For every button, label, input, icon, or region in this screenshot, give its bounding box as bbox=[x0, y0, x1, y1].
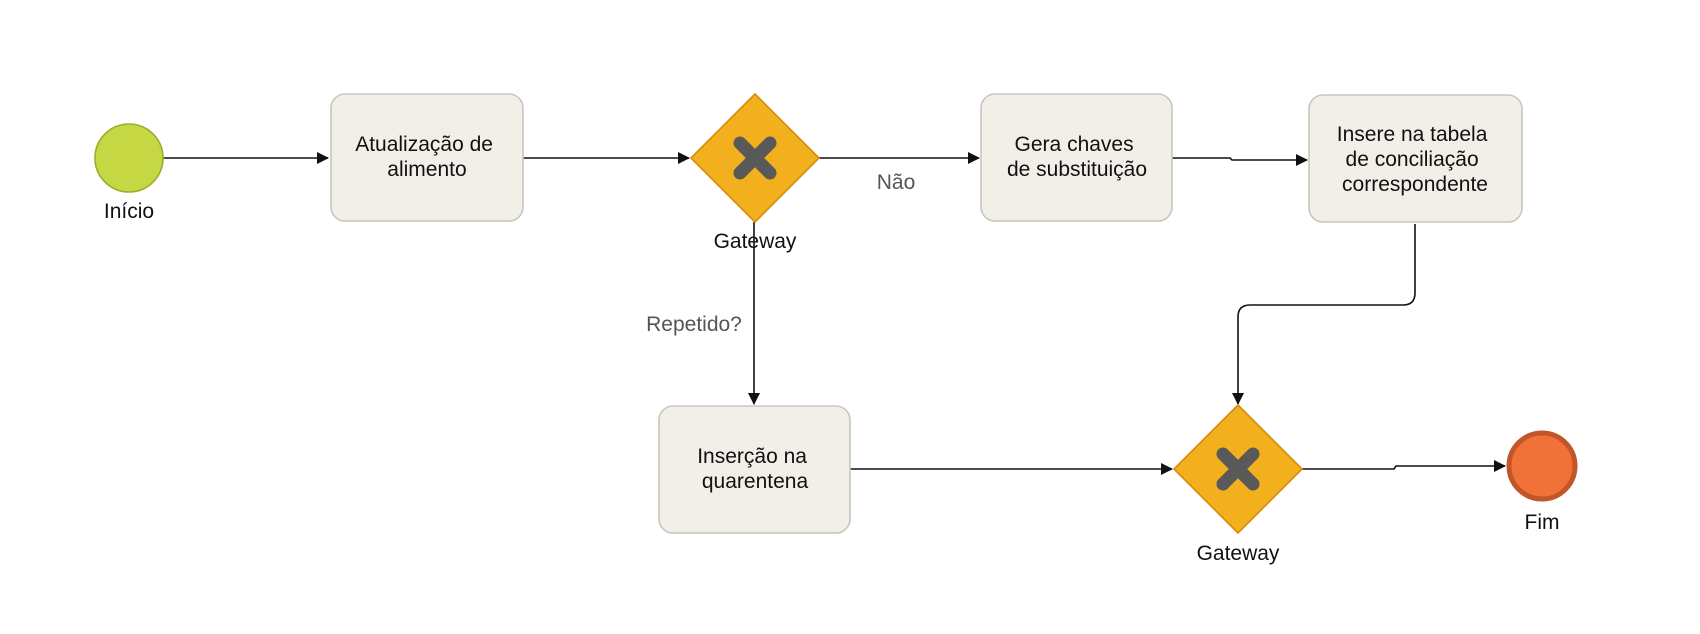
task-insercao-na-quarentena[interactable]: Inserção na quarentena bbox=[658, 405, 851, 534]
end-event-label: Fim bbox=[1525, 511, 1560, 534]
flow-gera-chaves-to-insere-tabela[interactable] bbox=[1171, 154, 1308, 166]
gateway-repetido[interactable]: Gateway bbox=[689, 92, 821, 253]
task-gera-chaves-label: Gera chaves de substituição bbox=[1007, 133, 1147, 181]
start-event-label: Início bbox=[104, 200, 154, 223]
start-event-circle-icon bbox=[94, 123, 164, 193]
gateway-repetido-label: Gateway bbox=[714, 230, 797, 253]
flow-gateway2-to-end[interactable] bbox=[1302, 460, 1506, 472]
gateway-merge-label: Gateway bbox=[1197, 542, 1280, 565]
flow-label-repetido: Repetido? bbox=[646, 313, 742, 336]
end-event-circle-icon bbox=[1506, 430, 1578, 502]
exclusive-gateway-x-icon bbox=[1216, 447, 1260, 491]
task-atualizacao-de-alimento[interactable]: Atualização de alimento bbox=[330, 93, 524, 222]
task-insere-tabela-label: Insere na tabela de conciliação correspo… bbox=[1337, 123, 1493, 196]
sequence-flows bbox=[163, 152, 1506, 475]
task-atualizacao-label: Atualização de alimento bbox=[355, 133, 499, 181]
start-event[interactable]: Início bbox=[94, 123, 164, 223]
task-insercao-quarentena-label: Inserção na quarentena bbox=[697, 445, 813, 493]
end-event[interactable]: Fim bbox=[1506, 430, 1578, 534]
flow-label-nao: Não bbox=[877, 171, 916, 194]
exclusive-gateway-x-icon bbox=[733, 136, 777, 180]
flow-insere-tabela-to-gateway2[interactable] bbox=[1232, 224, 1416, 405]
task-gera-chaves-de-substituicao[interactable]: Gera chaves de substituição bbox=[980, 93, 1173, 222]
gateway-merge[interactable]: Gateway bbox=[1172, 403, 1304, 565]
task-insere-na-tabela[interactable]: Insere na tabela de conciliação correspo… bbox=[1308, 94, 1523, 223]
